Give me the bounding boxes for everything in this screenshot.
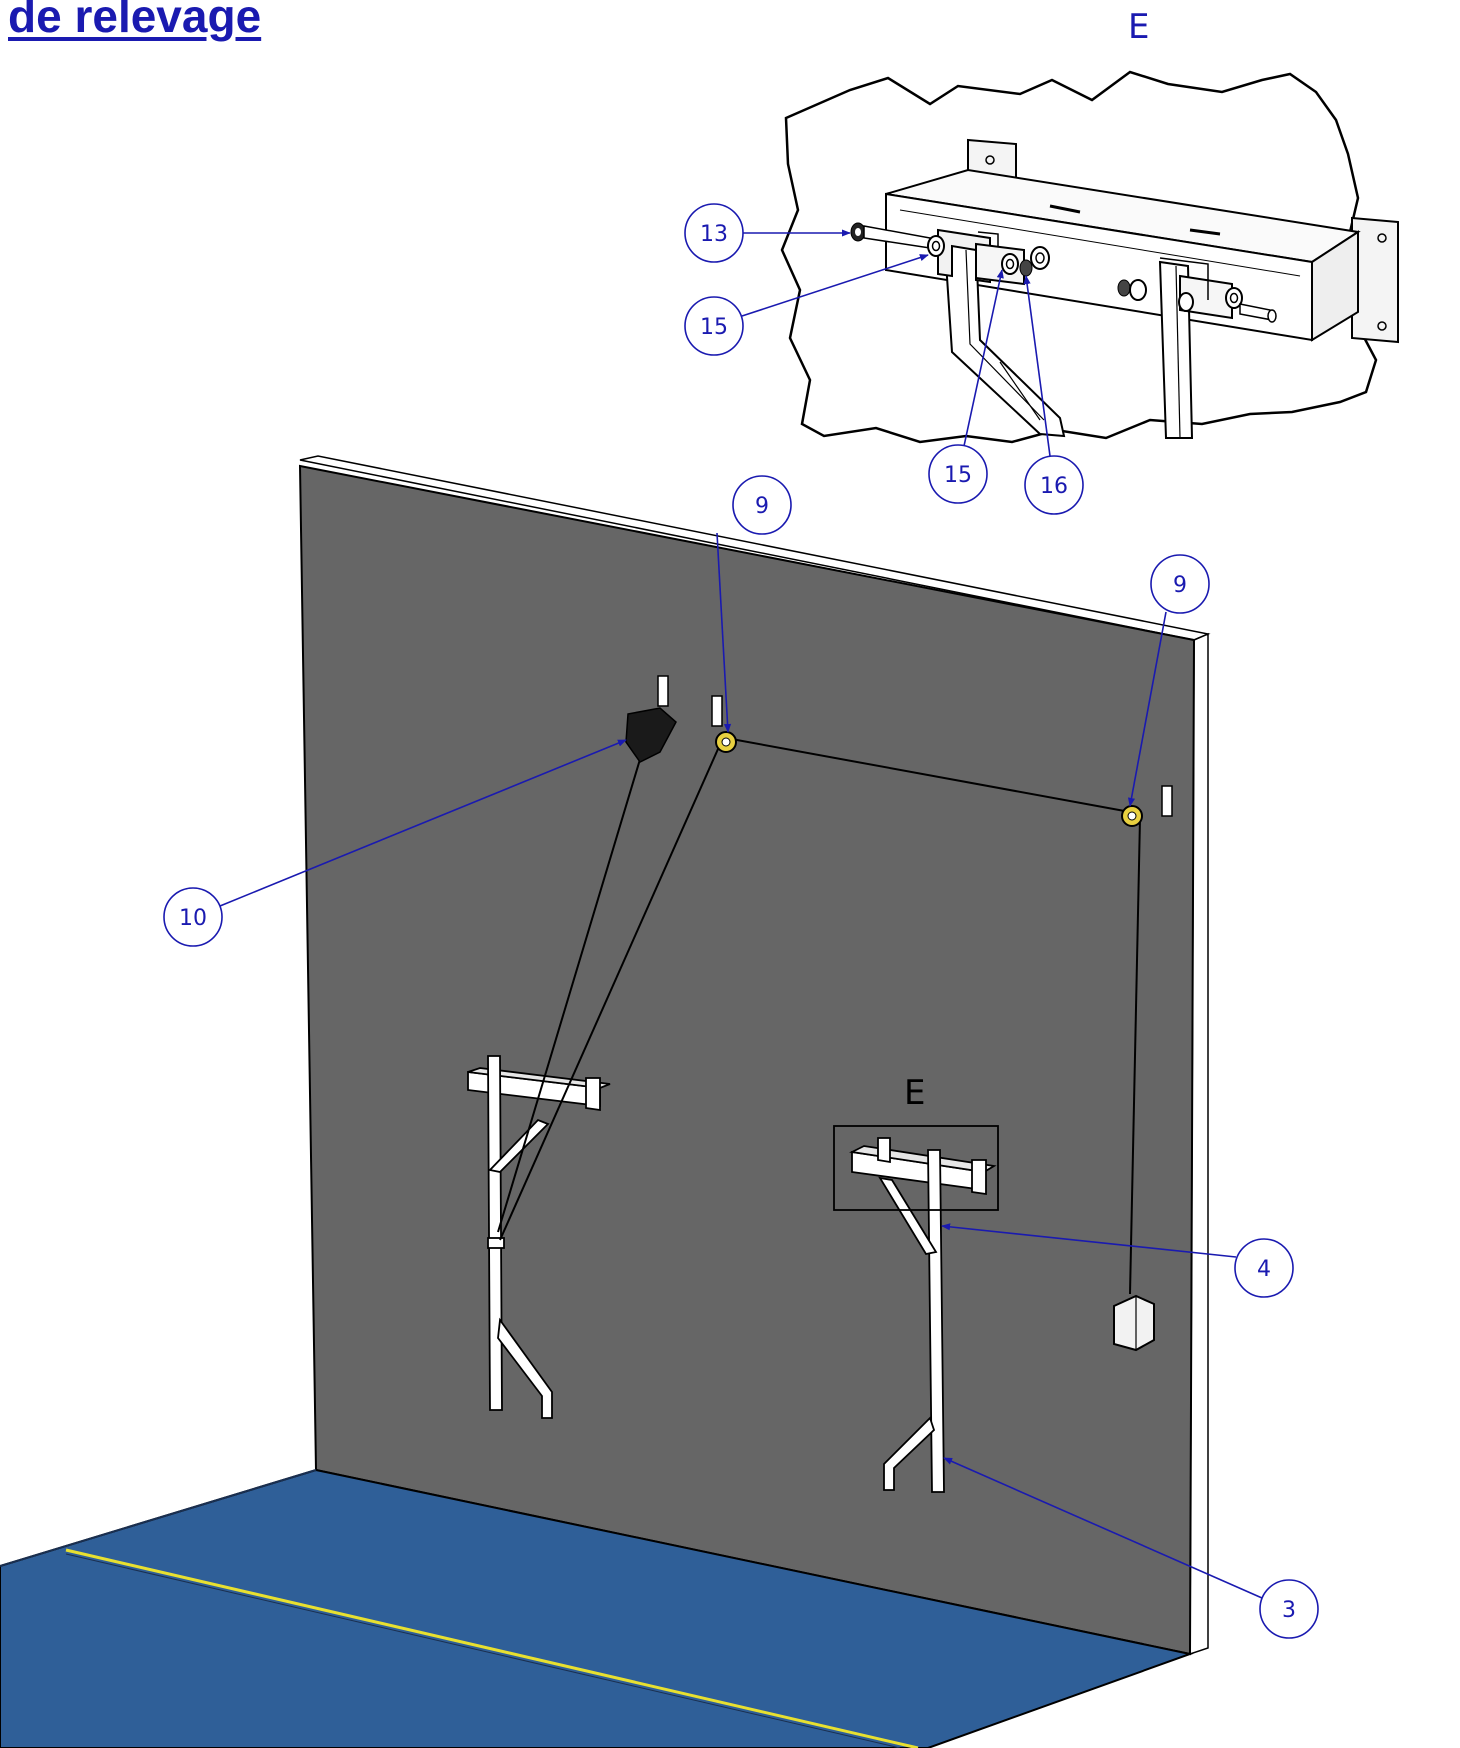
callout-13-label: 13 bbox=[700, 222, 728, 247]
detail-bolt-left bbox=[850, 222, 945, 257]
callout-9-left bbox=[732, 475, 792, 535]
callout-10-label: 10 bbox=[179, 906, 207, 931]
pulley-left bbox=[711, 695, 737, 753]
frame-right bbox=[849, 1137, 997, 1493]
detail-view-label: E bbox=[1128, 7, 1149, 47]
callout-16 bbox=[1024, 455, 1084, 515]
page-title: de relevage bbox=[8, 0, 262, 42]
callout-10 bbox=[163, 887, 223, 947]
callout-3-label: 3 bbox=[1282, 1598, 1296, 1623]
wall-panel bbox=[298, 464, 1196, 1656]
detail-bolt-right bbox=[1117, 279, 1277, 323]
callout-15-left bbox=[684, 296, 744, 356]
detail-washer-mid bbox=[1001, 246, 1050, 277]
callout-3 bbox=[1259, 1579, 1319, 1639]
detail-crossbar-end bbox=[1311, 230, 1359, 342]
counterweight bbox=[1113, 1294, 1155, 1352]
callout-15-bottom-label: 15 bbox=[944, 463, 972, 488]
callout-9-right bbox=[1150, 554, 1210, 614]
rope-lines bbox=[497, 737, 1141, 1295]
detail-box-e bbox=[833, 1125, 999, 1211]
detail-box-label: E bbox=[904, 1073, 925, 1113]
floor-stripe bbox=[65, 1548, 919, 1748]
callout-9-right-label: 9 bbox=[1173, 573, 1187, 598]
frame-left bbox=[467, 1055, 611, 1419]
callout-9-left-label: 9 bbox=[755, 494, 769, 519]
main-view: E 9 9 10 4 3 bbox=[0, 455, 1319, 1748]
callout-16-label: 16 bbox=[1040, 474, 1068, 499]
callout-4-label: 4 bbox=[1257, 1257, 1271, 1282]
callout-15-left-label: 15 bbox=[700, 315, 728, 340]
callout-15-bottom bbox=[928, 444, 988, 504]
detail-view-e: E bbox=[684, 7, 1399, 515]
pulley-right bbox=[1121, 785, 1173, 827]
callout-4 bbox=[1234, 1238, 1294, 1298]
callout-13 bbox=[684, 203, 744, 263]
